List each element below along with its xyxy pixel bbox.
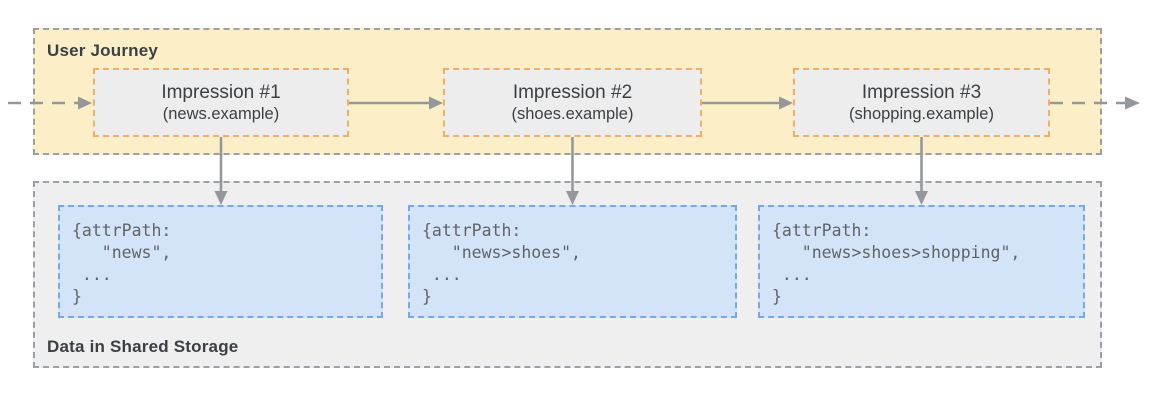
storage-entry-3-code: {attrPath: "news>shoes>shopping", ... } [772,221,1021,306]
shared-storage-label: Data in Shared Storage [47,337,239,356]
impression-2-domain: (shoes.example) [511,105,634,123]
impression-2-title: Impression #2 [512,82,633,103]
storage-entry-2-code: {attrPath: "news>shoes", ... } [422,221,581,306]
impression-1-box: Impression #1 (news.example) [93,68,349,137]
impression-3-domain: (shopping.example) [849,105,994,123]
storage-entry-1-code: {attrPath: "news", ... } [72,221,172,306]
impression-3-title: Impression #3 [861,82,982,103]
storage-entry-3-card: {attrPath: "news>shoes>shopping", ... } [758,205,1085,318]
impression-3-box: Impression #3 (shopping.example) [793,68,1050,137]
user-journey-label: User Journey [47,41,159,60]
impression-1-domain: (news.example) [162,105,280,123]
impression-1-title: Impression #1 [161,82,281,103]
impression-2-box: Impression #2 (shoes.example) [443,68,702,137]
storage-entry-1-card: {attrPath: "news", ... } [58,205,383,318]
storage-entry-2-card: {attrPath: "news>shoes", ... } [408,205,737,318]
